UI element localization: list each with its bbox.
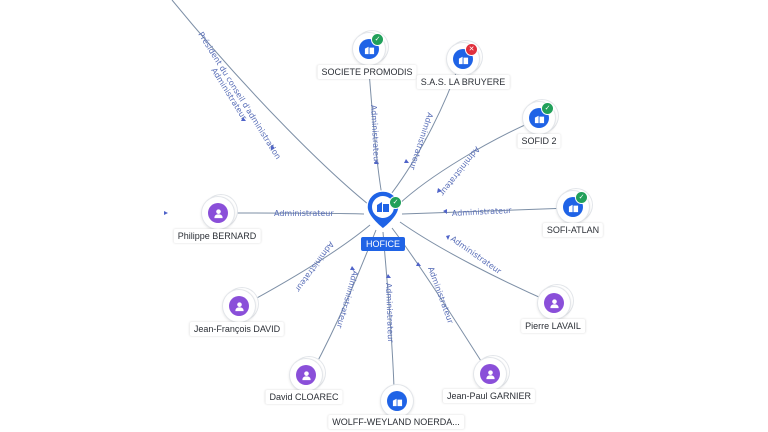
edge-arrow [164, 211, 168, 215]
node-label: WOLFF-WEYLAND NOERDA... [328, 415, 464, 429]
edge-arrow [271, 145, 275, 150]
user-icon [208, 203, 228, 223]
node-label: SOFID 2 [517, 134, 561, 148]
edge-arrow [374, 160, 379, 164]
edge-arrow [241, 117, 246, 121]
edge-lavail [399, 221, 551, 303]
edge-sofid2 [397, 119, 537, 206]
edge-label-wolff: Administrateur [384, 283, 395, 344]
user-icon [544, 293, 564, 313]
edge-label-bernard: Administrateur [274, 209, 334, 218]
edge-david [245, 224, 371, 305]
node-label: David CLOAREC [265, 390, 343, 404]
edge-label-promodis: Administrateur [369, 105, 381, 166]
node-label: SOCIETE PROMODIS [317, 65, 417, 79]
edge-label-garnier: Administrateur [426, 266, 455, 326]
node-label: S.A.S. LA BRUYERE [416, 75, 510, 89]
edge-offscreen [171, 0, 379, 213]
edge-label-sofid2: Administrateur [437, 145, 481, 198]
building-icon [387, 391, 407, 411]
node-label: Jean-François DAVID [189, 322, 285, 336]
edge-arrow [443, 209, 447, 214]
edge-bernard [227, 212, 365, 215]
edge-arrow [350, 266, 355, 270]
node-label: Pierre LAVAIL [521, 319, 585, 333]
node-label: Jean-Paul GARNIER [442, 389, 536, 403]
edge-label-david: Administrateur [293, 240, 336, 294]
edge-arrow [386, 274, 391, 278]
node-label: SOFI-ATLAN [542, 223, 604, 237]
edge-arrow [416, 262, 421, 266]
edge-label-lavail: Administrateur [449, 234, 504, 276]
check-icon: ✓ [575, 191, 588, 204]
edge-sofiatlan [401, 207, 571, 215]
edge-arrow [446, 235, 450, 240]
edge-label-sofiatlan: Administrateur [452, 206, 513, 218]
check-icon: ✓ [541, 102, 554, 115]
user-icon [480, 364, 500, 384]
user-icon [296, 365, 316, 385]
edge-label-bruyere: Administrateur [407, 111, 434, 171]
user-icon [229, 296, 249, 316]
node-label-center: HOFICE [360, 237, 406, 251]
edge-label-cloarec: Administrateur [334, 269, 359, 329]
cross-icon: ✕ [465, 43, 478, 56]
check-icon: ✓ [371, 33, 384, 46]
check-icon: ✓ [389, 196, 402, 209]
edge-arrow [404, 159, 409, 163]
edge-label-offscreen: Président du conseil d'administration [196, 30, 283, 161]
node-label: Philippe BERNARD [173, 229, 261, 243]
edge-arrow [437, 188, 442, 193]
